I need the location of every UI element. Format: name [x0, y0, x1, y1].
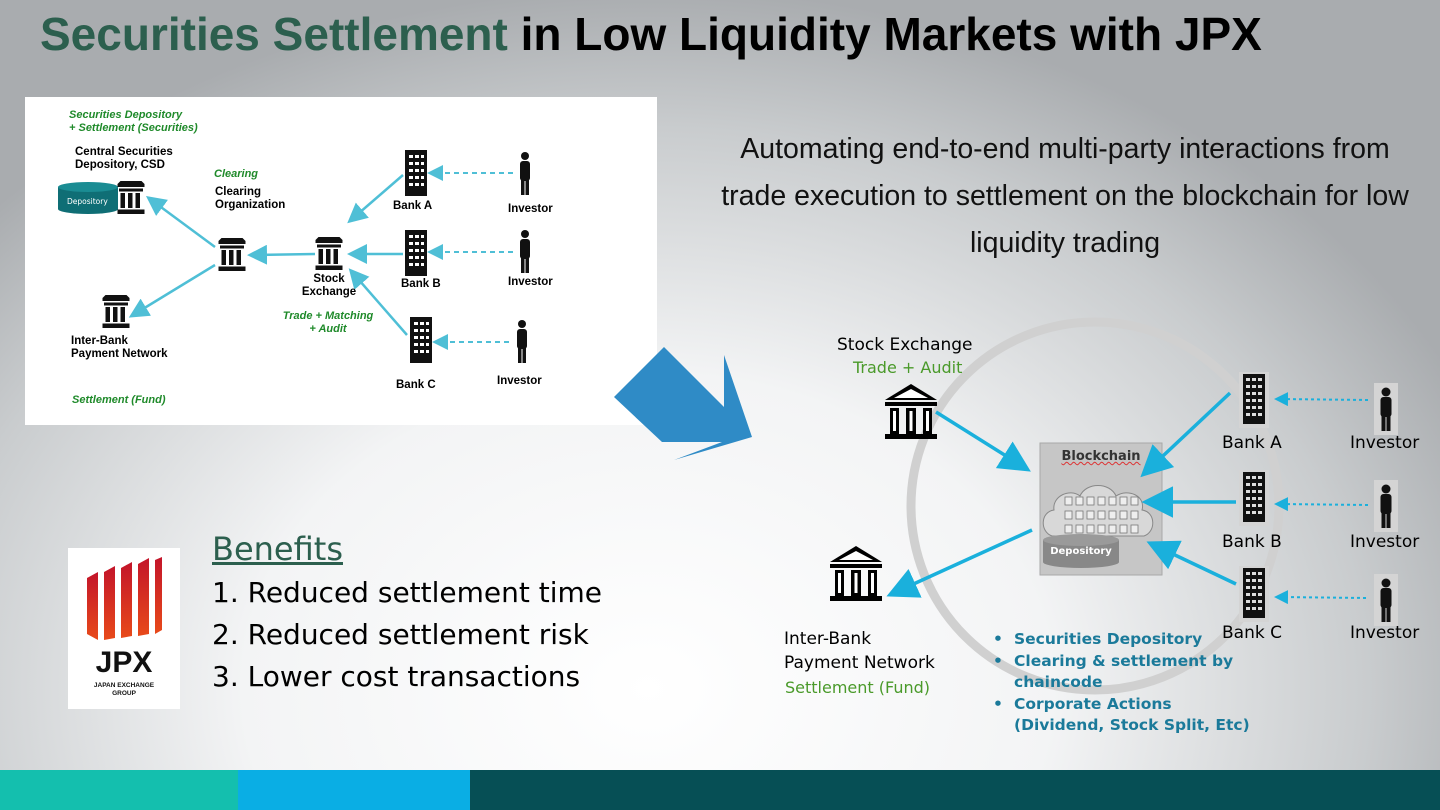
footer-bar-segment — [470, 770, 1440, 810]
jpx-logo: JPX JAPAN EXCHANGE GROUP — [68, 548, 180, 709]
interbank-bank-icon — [830, 546, 882, 601]
big-arrow-icon — [614, 347, 752, 460]
stock-exchange-bank-icon — [315, 237, 343, 270]
footer-bar-segment — [0, 770, 238, 810]
bank-a-label: Bank A — [1222, 433, 1282, 453]
clearing-org-label: Clearing Organization — [215, 186, 286, 211]
interbank-label: Inter-Bank Payment Network — [71, 335, 168, 360]
investor-a-label: Investor — [1350, 433, 1420, 453]
investor-c-person-icon — [517, 320, 527, 363]
bank-c-building-icon — [410, 317, 432, 363]
benefit-item: 2. Reduced settlement risk — [212, 618, 589, 651]
stock-exchange-bank-icon — [885, 384, 937, 439]
investor-dashed-arrows — [427, 165, 513, 350]
jpx-logo-text: JPX — [95, 646, 153, 679]
bank-a-building-icon — [405, 150, 427, 196]
depository-label: Depository — [67, 197, 108, 206]
list-item: Securities Depository — [993, 629, 1253, 651]
interbank-label: Inter-Bank Payment Network — [784, 629, 935, 673]
slide-title: Securities Settlement in Low Liquidity M… — [40, 6, 1290, 98]
title-highlight: Securities Settlement — [40, 8, 508, 60]
benefits-title: Benefits — [212, 530, 343, 568]
clearing-org-bank-icon — [218, 238, 246, 271]
bank-a-building-icon — [1239, 372, 1269, 428]
csd-label: Central Securities Depository, CSD — [75, 146, 173, 171]
interbank-bank-icon — [102, 295, 130, 328]
investor-c-label: Investor — [497, 375, 542, 387]
csd-bank-icon — [117, 181, 145, 214]
stock-exchange-label: Stock Exchange — [837, 335, 973, 355]
bank-a-label: Bank A — [393, 200, 433, 212]
blockchain-process-diagram — [830, 317, 1398, 695]
investor-a-label: Investor — [508, 203, 553, 215]
bank-b-label: Bank B — [401, 278, 441, 290]
bank-c-label: Bank C — [396, 379, 436, 391]
title-rest: in Low Liquidity Markets with JPX — [507, 8, 1262, 60]
investor-b-person-icon — [520, 230, 530, 273]
securities-settlement-label: Securities Depository + Settlement (Secu… — [69, 109, 198, 134]
investor-b-label: Investor — [508, 276, 553, 288]
investor-c-person-icon — [1374, 574, 1398, 626]
investor-b-person-icon — [1374, 480, 1398, 532]
benefit-item: 3. Lower cost transactions — [212, 660, 581, 693]
blockchain-label: Blockchain — [1061, 449, 1141, 464]
clearing-label: Clearing — [214, 168, 259, 180]
traditional-process-diagram: Securities Depository + Settlement (Secu… — [25, 97, 657, 425]
blockchain-features-list: Securities Depository Clearing & settlem… — [993, 629, 1253, 737]
bank-b-building-icon — [405, 230, 427, 276]
description-text: Automating end-to-end multi-party intera… — [721, 133, 1409, 259]
bank-b-label: Bank B — [1222, 532, 1282, 552]
bank-c-building-icon — [1239, 566, 1269, 622]
trade-audit-label: Trade + Audit — [853, 358, 963, 377]
bank-b-building-icon — [1239, 470, 1269, 526]
depository-label: Depository — [1050, 546, 1112, 557]
benefit-item: 1. Reduced settlement time — [212, 576, 603, 609]
list-item: Clearing & settlement by chaincode — [993, 651, 1253, 694]
list-item: Corporate Actions (Dividend, Stock Split… — [993, 694, 1253, 737]
traditional-diagram-graphics — [58, 150, 530, 363]
investor-a-person-icon — [1374, 383, 1398, 435]
traditional-flow-arrows — [128, 174, 408, 336]
settlement-fund-label: Settlement (Fund) — [785, 678, 931, 697]
stock-exchange-label: Stock Exchange — [301, 273, 357, 298]
investor-c-label: Investor — [1350, 623, 1420, 643]
jpx-logo-mark-icon — [87, 557, 162, 640]
trade-matching-label: Trade + Matching + Audit — [282, 310, 374, 335]
settlement-fund-label: Settlement (Fund) — [72, 394, 166, 406]
investor-dashed-arrows — [1274, 392, 1369, 605]
investor-b-label: Investor — [1350, 532, 1420, 552]
blockchain-flow-arrows — [886, 391, 1237, 598]
jpx-logo-subtext: JAPAN EXCHANGE GROUP — [93, 682, 155, 697]
depository-cylinder-icon — [58, 182, 118, 214]
investor-a-person-icon — [520, 152, 530, 195]
footer-bar-segment — [238, 770, 470, 810]
